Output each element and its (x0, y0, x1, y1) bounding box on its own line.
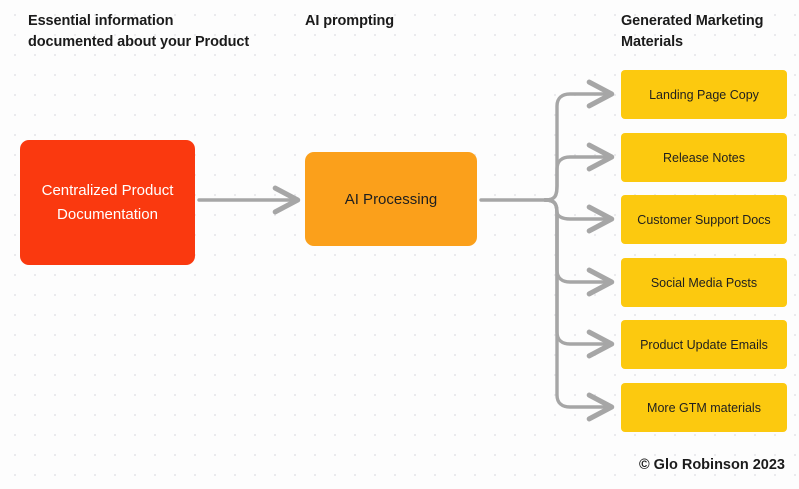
node-ai-processing[interactable]: AI Processing (305, 152, 477, 246)
column-heading-input: Essential information documented about y… (28, 13, 250, 51)
arrow-trunk-to-customer-support-docs (543, 198, 615, 234)
copyright-notice: © Glo Robinson 2023 (638, 457, 785, 473)
arrow-trunk-to-landing-page-copy (543, 79, 615, 202)
node-output-release-notes[interactable]: Release Notes (621, 133, 787, 182)
node-output-customer-support-docs[interactable]: Customer Support Docs (621, 195, 787, 244)
node-output-product-update-emails[interactable]: Product Update Emails (621, 320, 787, 369)
arrow-trunk-to-product-update-emails (543, 198, 615, 359)
node-centralized-product-documentation[interactable]: Centralized Product Documentation (20, 140, 195, 265)
node-output-more-gtm-materials[interactable]: More GTM materials (621, 383, 787, 432)
arrow-trunk-to-release-notes (543, 142, 615, 202)
node-output-social-media-posts[interactable]: Social Media Posts (621, 258, 787, 307)
arrow-trunk-to-social-media-posts (543, 198, 615, 297)
column-heading-prompting: AI prompting (305, 13, 395, 29)
node-output-landing-page-copy[interactable]: Landing Page Copy (621, 70, 787, 119)
arrow-trunk-to-more-gtm-materials (543, 198, 615, 422)
column-heading-outputs: Generated Marketing Materials (621, 13, 764, 51)
